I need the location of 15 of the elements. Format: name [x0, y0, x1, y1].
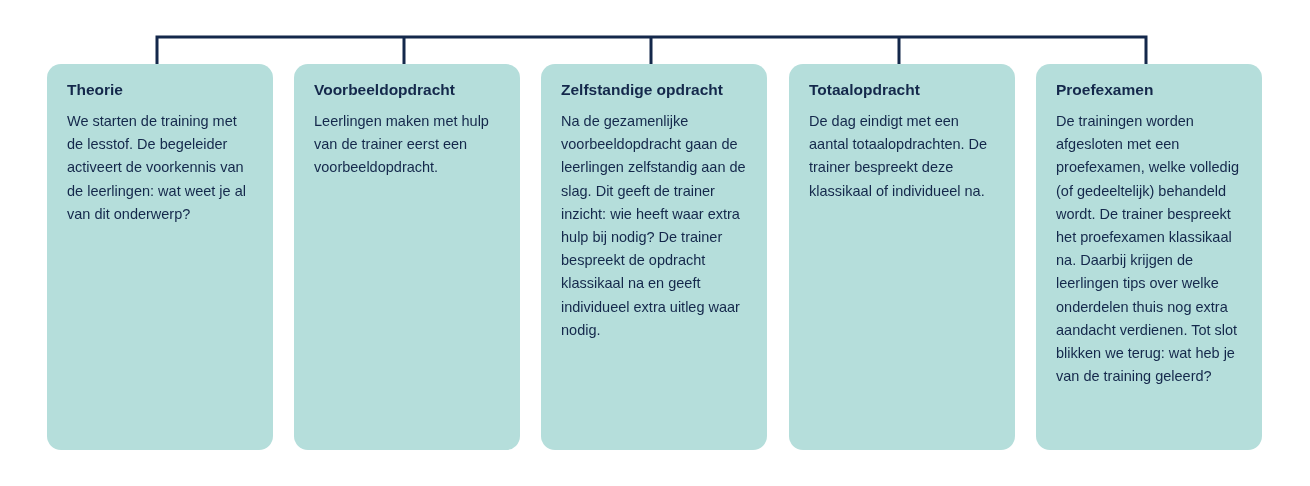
- step-card: [541, 64, 767, 450]
- card-heading: Proefexamen: [1056, 80, 1155, 100]
- card-heading: Zelfstandige opdracht: [561, 80, 724, 100]
- step-card: [789, 64, 1015, 450]
- card-heading: Voorbeeldopdracht: [314, 80, 456, 100]
- card-text: De trainingen worden afgesloten met een proefexamen, welke volledig (of gedeeltelijk) behandeld wordt. De trainer bespreekt het proefexamen klassikaal na. Daarbij krijgen de leerlingen tips over welke onderdelen thuis nog extra aandacht verdienen. Tot slot blikken we terug: wat heb je van de training geleerd?: [1056, 112, 1240, 387]
- step-card: [294, 64, 520, 450]
- step-card: [1036, 64, 1262, 450]
- card-heading: Totaalopdracht: [809, 80, 921, 100]
- card-text: Na de gezamenlijke voorbeeldopdracht gaan de leerlingen zelfstandig aan de slag. Dit geeft de trainer inzicht: wie heeft waar extra hulp bij nodig? De trainer bespreekt de opdracht klassikaal na en geeft individueel extra uitleg waar nodig.: [561, 112, 747, 340]
- card-text: Leerlingen maken met hulp van de trainer eerst een voorbeeldopdracht.: [314, 112, 490, 178]
- card-text: De dag eindigt met een aantal totaalopdrachten. De trainer bespreekt deze klassikaal of individueel na.: [809, 112, 989, 201]
- card-text: We starten de training met de lesstof. De begeleider activeert de voorkennis van de leerlingen: wat weet je al van dit onderwerp?: [67, 112, 247, 224]
- step-card: [47, 64, 273, 450]
- card-heading: Theorie: [67, 80, 124, 100]
